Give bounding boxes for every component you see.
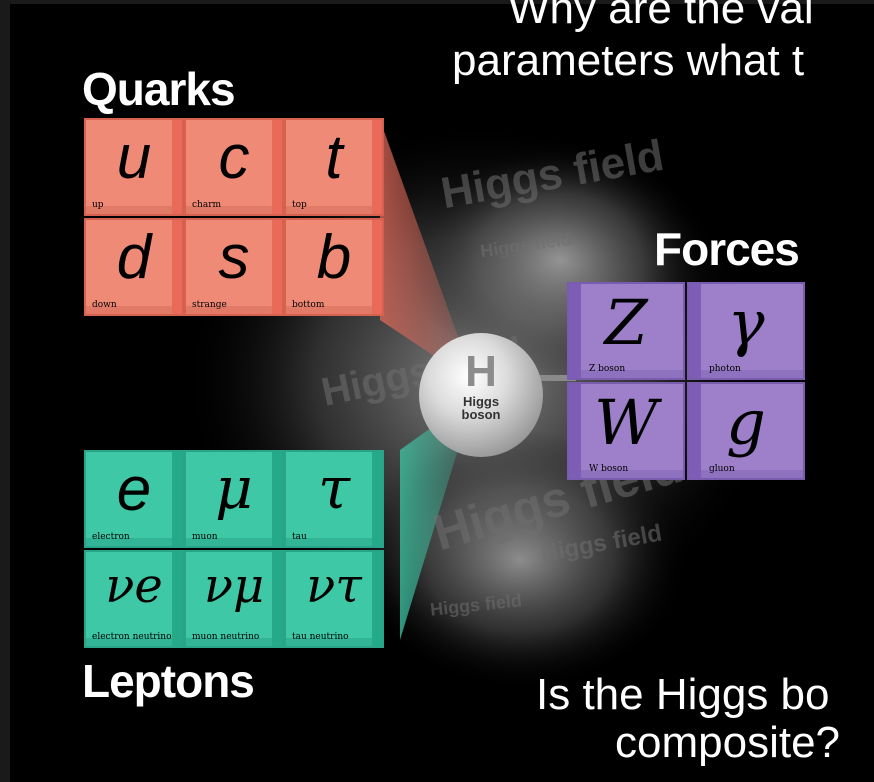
particle-symbol: d <box>116 223 152 292</box>
quark-charm: c charm <box>184 118 284 216</box>
top-question-line1: Why are the val <box>508 0 814 33</box>
particle-name: muon <box>192 532 218 542</box>
particle-symbol: νe <box>105 558 163 614</box>
particle-symbol: γ <box>727 286 765 359</box>
bottom-question-line1: Is the Higgs bo <box>536 670 830 719</box>
lepton-coupling-beam <box>400 400 470 640</box>
higgs-name-line2: boson <box>461 407 501 422</box>
quark-up: u up <box>84 118 184 216</box>
lepton-muon-neutrino: νμ muon neutrino <box>184 550 284 648</box>
particle-name: W boson <box>589 464 629 474</box>
higgs-symbol: H <box>465 347 497 396</box>
particle-name: photon <box>709 364 741 374</box>
particle-name: charm <box>192 200 222 210</box>
particle-name: top <box>292 200 307 210</box>
lepton-tau-neutrino: ντ tau neutrino <box>284 550 384 648</box>
particle-symbol: ντ <box>306 558 362 614</box>
quark-strange: s strange <box>184 218 284 316</box>
particle-symbol: W <box>594 386 658 459</box>
quark-top: t top <box>284 118 384 216</box>
particle-symbol: g <box>726 386 766 459</box>
lepton-tau: τ tau <box>284 450 384 548</box>
particle-name: down <box>92 300 117 310</box>
particle-name: tau neutrino <box>292 632 349 642</box>
particle-name: Z boson <box>589 364 626 374</box>
higgs-name-line1: Higgs <box>462 394 500 409</box>
force-w-boson: W W boson <box>567 382 685 480</box>
top-question-line2: parameters what t <box>452 36 805 85</box>
particle-symbol: Z <box>604 286 648 359</box>
particle-name: gluon <box>709 464 735 474</box>
particle-symbol: νμ <box>203 558 265 614</box>
quarks-heading: Quarks <box>82 63 236 115</box>
force-coupling-link <box>540 375 576 381</box>
particle-name: up <box>92 200 104 210</box>
particle-symbol: t <box>325 123 343 192</box>
force-photon: γ photon <box>687 282 805 380</box>
particle-name: tau <box>292 532 307 542</box>
particle-name: strange <box>192 300 227 310</box>
lepton-electron: e electron <box>84 450 184 548</box>
lepton-electron-neutrino: νe electron neutrino <box>84 550 184 648</box>
quark-down: d down <box>84 218 184 316</box>
particle-symbol: c <box>218 123 250 192</box>
particle-symbol: e <box>116 455 152 524</box>
leptons-heading: Leptons <box>82 655 255 707</box>
lepton-muon: μ muon <box>184 450 284 548</box>
particle-symbol: τ <box>317 454 351 522</box>
force-z-boson: Z Z boson <box>567 282 685 380</box>
force-gluon: g gluon <box>687 382 805 480</box>
particle-name: electron neutrino <box>92 632 172 642</box>
particle-name: bottom <box>292 300 325 310</box>
particle-symbol: μ <box>215 454 253 522</box>
particle-name: electron <box>92 532 130 542</box>
quark-coupling-beam <box>380 120 470 380</box>
particle-symbol: u <box>116 123 152 192</box>
particle-symbol: b <box>316 223 352 292</box>
higgs-boson-sphere: H Higgs boson <box>419 333 543 457</box>
higgs-name: Higgs boson <box>419 395 543 421</box>
particle-name: muon neutrino <box>192 632 260 642</box>
quark-bottom: b bottom <box>284 218 384 316</box>
forces-heading: Forces <box>654 223 800 275</box>
particle-symbol: s <box>218 223 250 292</box>
bottom-question-line2: composite? <box>615 718 841 767</box>
